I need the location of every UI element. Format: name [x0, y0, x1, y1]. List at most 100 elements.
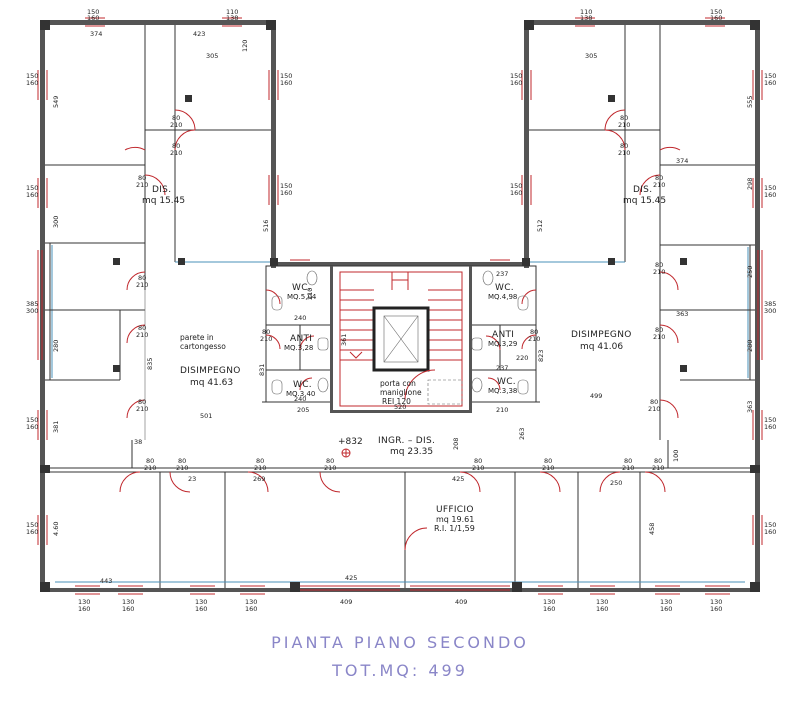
- dim-label: 80: [650, 398, 658, 406]
- dim-label: 210: [496, 406, 508, 414]
- dim-label: 150: [710, 8, 722, 16]
- dim-label: 160: [26, 528, 38, 536]
- dim-label: 381: [52, 421, 60, 433]
- dim-label: 250: [746, 266, 754, 278]
- dim-label: 160: [510, 189, 522, 197]
- dim-label: 80: [620, 114, 628, 122]
- dim-label: 210: [528, 335, 540, 343]
- dim-label: 210: [136, 405, 148, 413]
- dim-label: 835: [146, 358, 154, 370]
- dim-label: 210: [324, 464, 336, 472]
- dim-label: 205: [297, 406, 309, 414]
- room-name: DIS.: [152, 185, 171, 195]
- dim-label: 305: [585, 52, 597, 60]
- room-area: MQ.5,04: [287, 293, 317, 301]
- dim-label: 80: [262, 328, 270, 336]
- dim-label: 363: [746, 401, 754, 413]
- room-area: mq 41.06: [580, 342, 623, 352]
- dim-label: 443: [100, 577, 112, 585]
- dim-label: 425: [345, 574, 357, 582]
- dim-label: 160: [510, 79, 522, 87]
- room-area: mq 19.61: [436, 515, 474, 524]
- dim-label: 210: [306, 288, 314, 300]
- dim-label: 130: [660, 598, 672, 606]
- note-text: porta con: [380, 379, 416, 388]
- dim-label: 298: [746, 178, 754, 190]
- dim-label: 160: [280, 79, 292, 87]
- dim-label: 80: [138, 174, 146, 182]
- dim-label: 210: [622, 464, 634, 472]
- dim-label: 160: [195, 605, 207, 613]
- dim-label: 263: [518, 428, 526, 440]
- doors: [119, 109, 681, 551]
- room-area: MQ.4,98: [488, 293, 517, 301]
- dim-label: 150: [26, 521, 38, 529]
- plan-title: PIANTA PIANO SECONDO: [271, 633, 529, 652]
- room-name: UFFICIO: [436, 505, 474, 515]
- dim-label: 150: [26, 184, 38, 192]
- dim-label: 80: [256, 457, 264, 465]
- dim-label: 80: [178, 457, 186, 465]
- room-area: mq 41.63: [190, 378, 233, 388]
- dim-label: 160: [543, 605, 555, 613]
- dim-label: 150: [510, 182, 522, 190]
- dim-label: 150: [510, 72, 522, 80]
- dim-label: 80: [624, 457, 632, 465]
- dim-label: 210: [618, 149, 630, 157]
- dim-label: 210: [653, 333, 665, 341]
- dim-label: 80: [146, 457, 154, 465]
- room-name: DISIMPEGNO: [571, 330, 632, 340]
- room-name: ANTI: [492, 330, 514, 340]
- stair: [339, 271, 463, 407]
- dim-label: 80: [530, 328, 538, 336]
- dim-label: 80: [172, 142, 180, 150]
- level-marker: [341, 448, 351, 458]
- dim-label: 210: [144, 464, 156, 472]
- dim-label: 269: [253, 475, 265, 483]
- dim-label: 280: [52, 340, 60, 352]
- sanitary-fixtures: [271, 270, 529, 395]
- dim-label: 555: [746, 96, 754, 108]
- dim-label: 823: [537, 350, 545, 362]
- windows: [37, 17, 763, 595]
- dim-label: 130: [710, 598, 722, 606]
- dim-label: 160: [280, 189, 292, 197]
- dim-label: 220: [516, 354, 528, 362]
- dim-label: 210: [260, 335, 272, 343]
- dim-label: 150: [280, 72, 292, 80]
- dim-label: 150: [764, 72, 776, 80]
- room-name: ANTI: [290, 334, 312, 344]
- dim-label: 80: [138, 274, 146, 282]
- dim-label: 38: [134, 438, 142, 446]
- dim-label: 23: [188, 475, 196, 483]
- dim-label: 160: [764, 528, 776, 536]
- dim-label: 160: [245, 605, 257, 613]
- dim-label: 160: [26, 423, 38, 431]
- dim-label: 385: [26, 300, 38, 308]
- dim-label: 150: [764, 521, 776, 529]
- dim-label: 110: [580, 8, 592, 16]
- dim-label: 160: [122, 605, 134, 613]
- dim-label: 80: [655, 174, 663, 182]
- level-label: +832: [338, 437, 363, 447]
- dim-label: 4.60: [52, 522, 60, 536]
- dim-label: 210: [176, 464, 188, 472]
- dim-label: 210: [618, 121, 630, 129]
- note-text: parete in: [180, 333, 214, 342]
- dim-label: 240: [294, 395, 306, 403]
- room-area: mq 23.35: [390, 447, 433, 457]
- room-area: MQ.3,38: [488, 387, 517, 395]
- dim-label: 150: [280, 182, 292, 190]
- dim-label: 237: [496, 364, 508, 372]
- dim-label: 425: [452, 475, 464, 483]
- room-area: mq 15.45: [623, 196, 666, 206]
- outer-walls: [40, 20, 760, 592]
- dim-label: 210: [136, 331, 148, 339]
- dim-label: 160: [764, 191, 776, 199]
- dim-label: 160: [596, 605, 608, 613]
- dim-label: 210: [136, 281, 148, 289]
- dim-label: 160: [660, 605, 672, 613]
- dim-label: 250: [610, 479, 622, 487]
- dim-label: 100: [672, 450, 680, 462]
